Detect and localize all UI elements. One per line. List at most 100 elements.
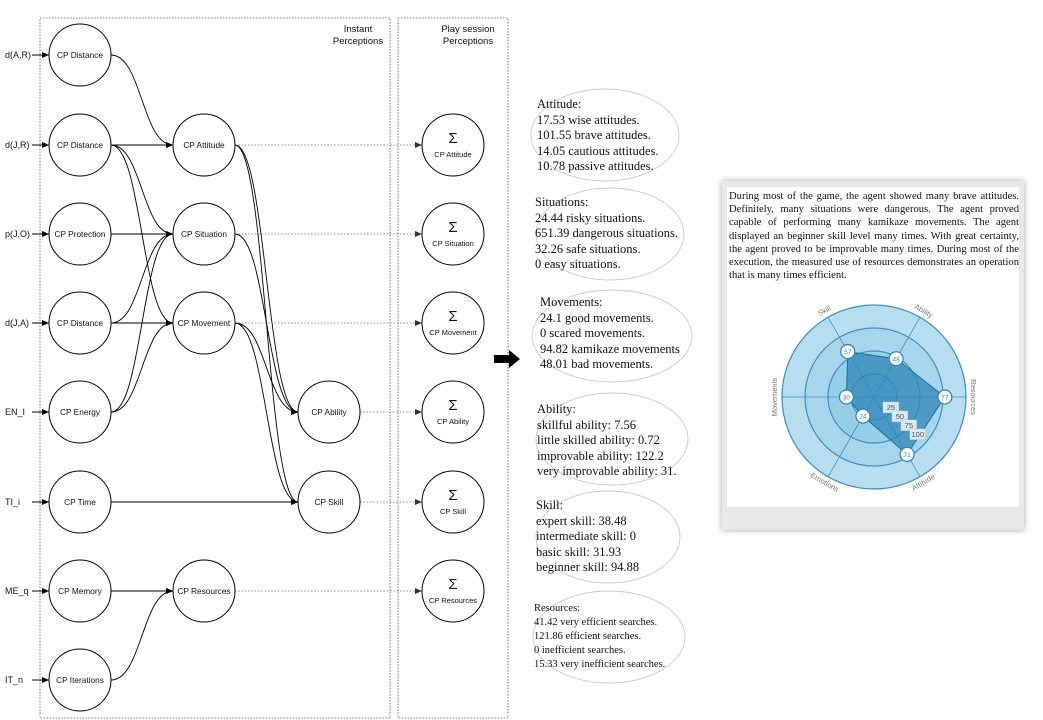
edge-movement-ability <box>234 322 299 415</box>
sigma-node-label: CP Ability <box>437 417 469 426</box>
sigma-node-circle <box>421 291 485 355</box>
radar-ring-label: 25 <box>887 403 895 412</box>
result-ability-line: improvable ability: 122.2 <box>537 448 664 463</box>
node-input-7-circle <box>48 648 112 712</box>
result-attitude-line: 14.05 cautious attitudes. <box>537 143 659 158</box>
node-input-1-circle <box>48 113 112 177</box>
result-arrow-icon <box>494 350 520 368</box>
sigma-node-circle <box>421 202 485 266</box>
radar-point-label: 72 <box>904 452 912 459</box>
result-resources-line: 41.42 very efficient searches. <box>534 617 658 628</box>
result-ability: Ability: skillful ability: 7.56 little s… <box>537 402 677 480</box>
node-input-1-label: CP Distance <box>57 140 103 150</box>
edge-distance-situation <box>110 144 174 237</box>
node-movement-label: CP Movement <box>178 318 231 328</box>
node-situation-label: CP Situation <box>181 229 227 239</box>
result-ability-line: very improvable ability: 31. <box>537 464 677 478</box>
input-label: EN_I <box>5 407 25 417</box>
result-movements-line: 0 scared movements. <box>540 326 646 340</box>
result-resources-line: 121.86 efficient searches. <box>534 631 642 642</box>
radar-point-label: 77 <box>941 395 949 402</box>
edge-attitude-ability <box>234 144 299 415</box>
node-input-4-label: CP Energy <box>60 407 101 417</box>
result-movements-line: 24.1 good movements. <box>540 310 654 325</box>
node-input-3-label: CP Distance <box>57 318 103 328</box>
sigma-symbol: Σ <box>448 487 457 504</box>
result-attitude-line: 17.53 wise attitudes. <box>537 112 640 127</box>
result-movements-line: 94.82 kamikaze movements <box>540 341 680 356</box>
result-ability-line: skillful ability: 7.56 <box>537 417 636 432</box>
result-situations-line: 0 easy situations. <box>535 257 621 271</box>
result-ellipse <box>535 392 689 486</box>
result-resources-line: 0 inefficient searches. <box>534 645 626 656</box>
result-situations: Situations: 24.44 risky situations. 651.… <box>535 195 678 273</box>
node-ability-label: CP Ability <box>311 407 347 417</box>
input-label: IT_n <box>5 675 23 685</box>
node-input-0-circle <box>48 23 112 87</box>
result-resources-title: Resources: <box>534 603 581 614</box>
sigma-symbol: Σ <box>448 130 457 147</box>
sigma-symbol: Σ <box>448 219 457 236</box>
node-input-5-label: CP Time <box>64 497 96 507</box>
radar-point-label: 24 <box>859 414 867 421</box>
radar-ring-label: 100 <box>912 430 925 439</box>
instant-label-2: Perceptions <box>333 36 383 47</box>
result-attitude-title: Attitude: <box>537 97 582 111</box>
node-resources-label: CP Resources <box>177 586 230 596</box>
radar-axis-label: Movements <box>770 377 779 416</box>
result-ellipse <box>531 289 693 383</box>
instant-label-1: Instant <box>344 24 373 35</box>
input-label: d(J,A) <box>5 318 29 328</box>
node-input-6-circle <box>48 559 112 623</box>
radar-point-label: 30 <box>843 395 851 402</box>
edge-distance-situation <box>110 231 174 324</box>
sigma-node-circle <box>421 380 485 444</box>
result-skill-line: expert skill: 38.48 <box>536 513 627 528</box>
session-perceptions-panel <box>397 17 509 719</box>
result-ellipse <box>530 88 680 182</box>
result-skill-line: intermediate skill: 0 <box>536 529 636 543</box>
radar-ring-label: 50 <box>896 412 904 421</box>
input-label: d(A,R) <box>5 50 31 60</box>
node-attitude-label: CP Attitude <box>183 140 225 150</box>
result-ellipse <box>535 187 685 281</box>
edge-iterations-resources <box>110 588 174 681</box>
node-skill-label: CP Skill <box>315 497 344 507</box>
sigma-node-circle <box>421 559 485 623</box>
edge-attitude-skill <box>234 144 299 505</box>
radar-ring-label-box <box>882 401 900 414</box>
node-attitude-circle <box>172 113 236 177</box>
result-skill: Skill: expert skill: 38.48 intermediate … <box>536 498 639 576</box>
sigma-node-label: CP Situation <box>432 239 474 248</box>
input-label: TI_i <box>5 497 20 507</box>
node-input-6-label: CP Memory <box>58 586 102 596</box>
radar-point-label: 57 <box>844 349 852 356</box>
result-attitude-line: 10.78 passive attitudes. <box>537 159 654 173</box>
node-input-2-label: CP Protection <box>54 229 105 239</box>
edge-movement-skill <box>234 322 299 505</box>
sigma-symbol: Σ <box>448 308 457 325</box>
result-movements-line: 48.01 bad movements. <box>540 357 654 371</box>
result-ability-title: Ability: <box>537 402 576 416</box>
radar-point <box>838 389 855 405</box>
result-attitude: Attitude: 17.53 wise attitudes. 101.55 b… <box>537 97 659 175</box>
radar-axis-label: Resources <box>969 379 978 415</box>
result-ability-line: little skilled ability: 0.72 <box>537 433 660 447</box>
node-movement-circle <box>172 291 236 355</box>
result-attitude-line: 101.55 brave attitudes. <box>537 128 651 142</box>
node-input-7-label: CP Iterations <box>56 675 104 685</box>
result-movements-title: Movements: <box>540 295 603 309</box>
radar-ring-label-box <box>891 410 909 423</box>
summary-text: During most of the game, the agent showe… <box>729 191 1019 282</box>
node-input-3-circle <box>48 291 112 355</box>
edge-energy-movement <box>110 320 174 413</box>
sigma-node-circle <box>421 113 485 177</box>
radar-point <box>840 343 856 360</box>
input-label: p(J,O) <box>5 229 30 239</box>
radar-ring-label: 75 <box>905 421 913 430</box>
result-situations-line: 32.26 safe situations. <box>535 241 641 256</box>
radar-point <box>888 351 904 367</box>
session-label-2: Perceptions <box>443 36 493 47</box>
node-input-5-circle <box>48 470 112 534</box>
